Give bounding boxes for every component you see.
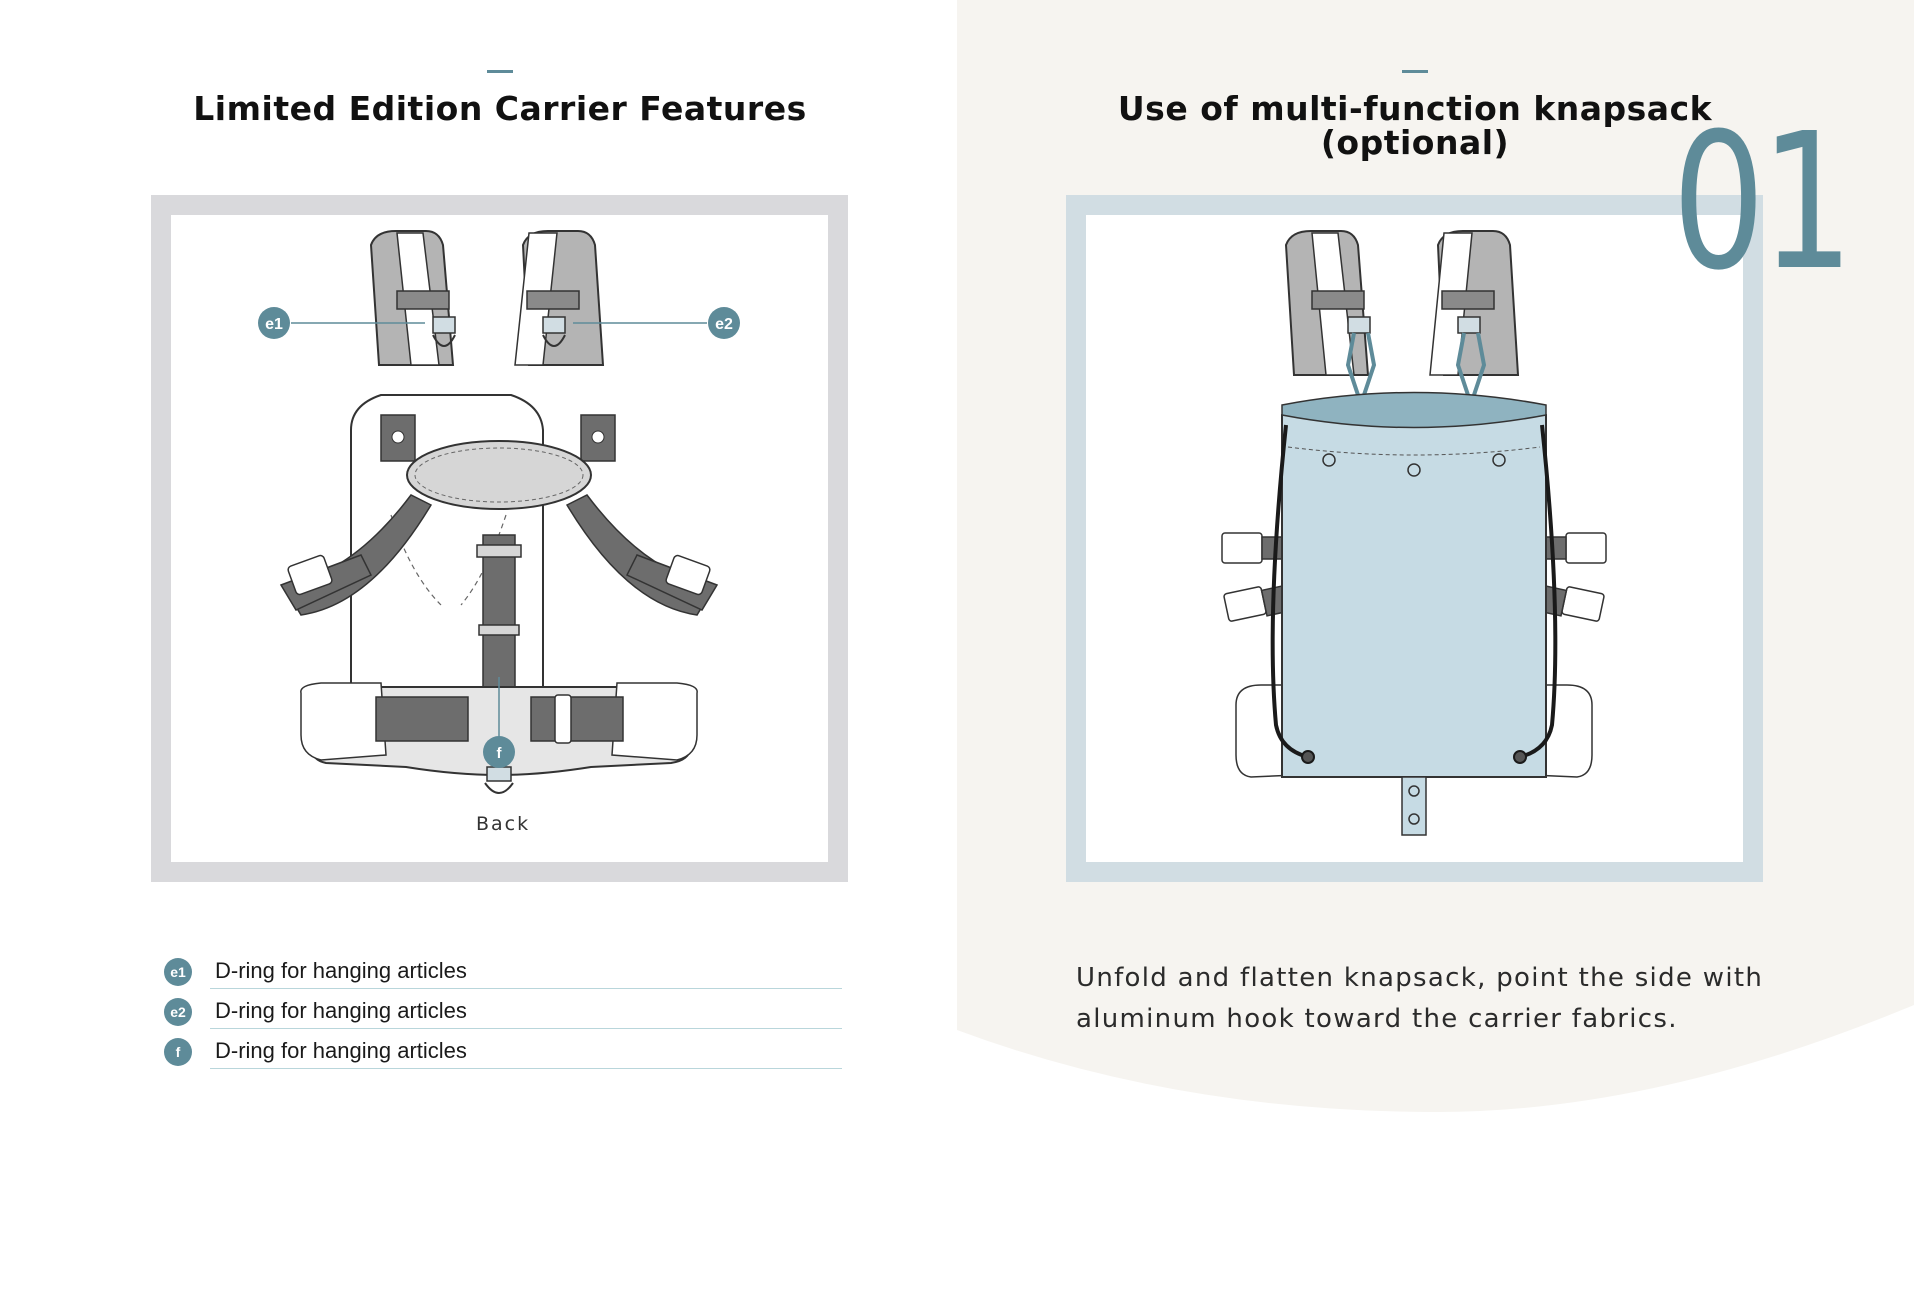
callout-e2-badge: e2 <box>708 307 740 339</box>
illustration-caption: Back <box>476 813 531 835</box>
description-line-1: Unfold and flatten knapsack, point the s… <box>1076 963 1764 993</box>
legend-item: e2 D-ring for hanging articles <box>160 988 842 1029</box>
legend-divider <box>210 988 842 989</box>
carrier-back-illustration: e1 e2 f <box>258 230 740 794</box>
knapsack-illustration-frame <box>1066 195 1763 882</box>
feature-legend: e1 D-ring for hanging articles e2 D-ring… <box>160 948 842 1069</box>
knapsack-illustration <box>1221 230 1607 836</box>
right-title-line-1: Use of multi-function knapsack <box>1117 89 1713 128</box>
callout-e1-badge: e1 <box>258 307 290 339</box>
title-accent-dash <box>1402 70 1428 73</box>
step-number: 01 <box>1672 93 1854 312</box>
legend-text: D-ring for hanging articles <box>215 958 467 983</box>
right-panel-title: Use of multi-function knapsack (optional… <box>1090 92 1740 160</box>
legend-badge: e1 <box>164 958 192 986</box>
svg-text:e1: e1 <box>265 316 283 333</box>
carrier-illustration-frame: e1 e2 f Back <box>151 195 848 882</box>
svg-text:f: f <box>497 745 503 762</box>
svg-text:e2: e2 <box>715 316 733 333</box>
step-description: Unfold and flatten knapsack, point the s… <box>1076 958 1856 1040</box>
legend-divider <box>210 1028 842 1029</box>
legend-badge: f <box>164 1038 192 1066</box>
legend-item: f D-ring for hanging articles <box>160 1028 842 1069</box>
legend-text: D-ring for hanging articles <box>215 1038 467 1063</box>
right-title-line-2: (optional) <box>1320 123 1510 162</box>
title-accent-dash <box>487 70 513 73</box>
description-line-2: aluminum hook toward the carrier fabrics… <box>1076 1004 1678 1034</box>
legend-text: D-ring for hanging articles <box>215 998 467 1023</box>
legend-badge: e2 <box>164 998 192 1026</box>
callout-f-badge: f <box>483 736 515 768</box>
legend-item: e1 D-ring for hanging articles <box>160 948 842 989</box>
left-panel-title: Limited Edition Carrier Features <box>193 89 807 128</box>
legend-divider <box>210 1068 842 1069</box>
